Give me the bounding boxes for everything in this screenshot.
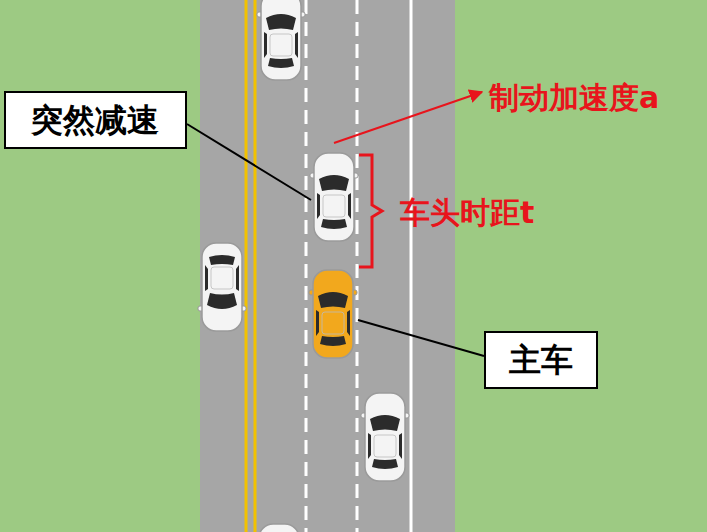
callout-text: 突然减速 (31, 101, 159, 139)
lane-line (305, 0, 308, 532)
car (255, 524, 303, 532)
leader-line (187, 124, 311, 200)
center-line (245, 0, 248, 532)
car (361, 393, 409, 481)
acceleration-arrow (334, 92, 482, 143)
leader-line (358, 320, 484, 356)
car (309, 270, 357, 358)
callout-box: 主车 (484, 331, 598, 389)
annotation-text: 制动加速度a (489, 80, 659, 116)
car (257, 0, 305, 80)
road (200, 0, 455, 532)
center-line (254, 0, 257, 532)
headway-bracket (359, 155, 382, 267)
car (198, 243, 246, 331)
car (310, 153, 358, 241)
annotation-text: 车头时距t (400, 195, 534, 231)
lane-line (356, 0, 359, 532)
callout-box: 突然减速 (4, 91, 187, 149)
edge-line (410, 0, 413, 532)
callout-text: 主车 (509, 341, 573, 379)
